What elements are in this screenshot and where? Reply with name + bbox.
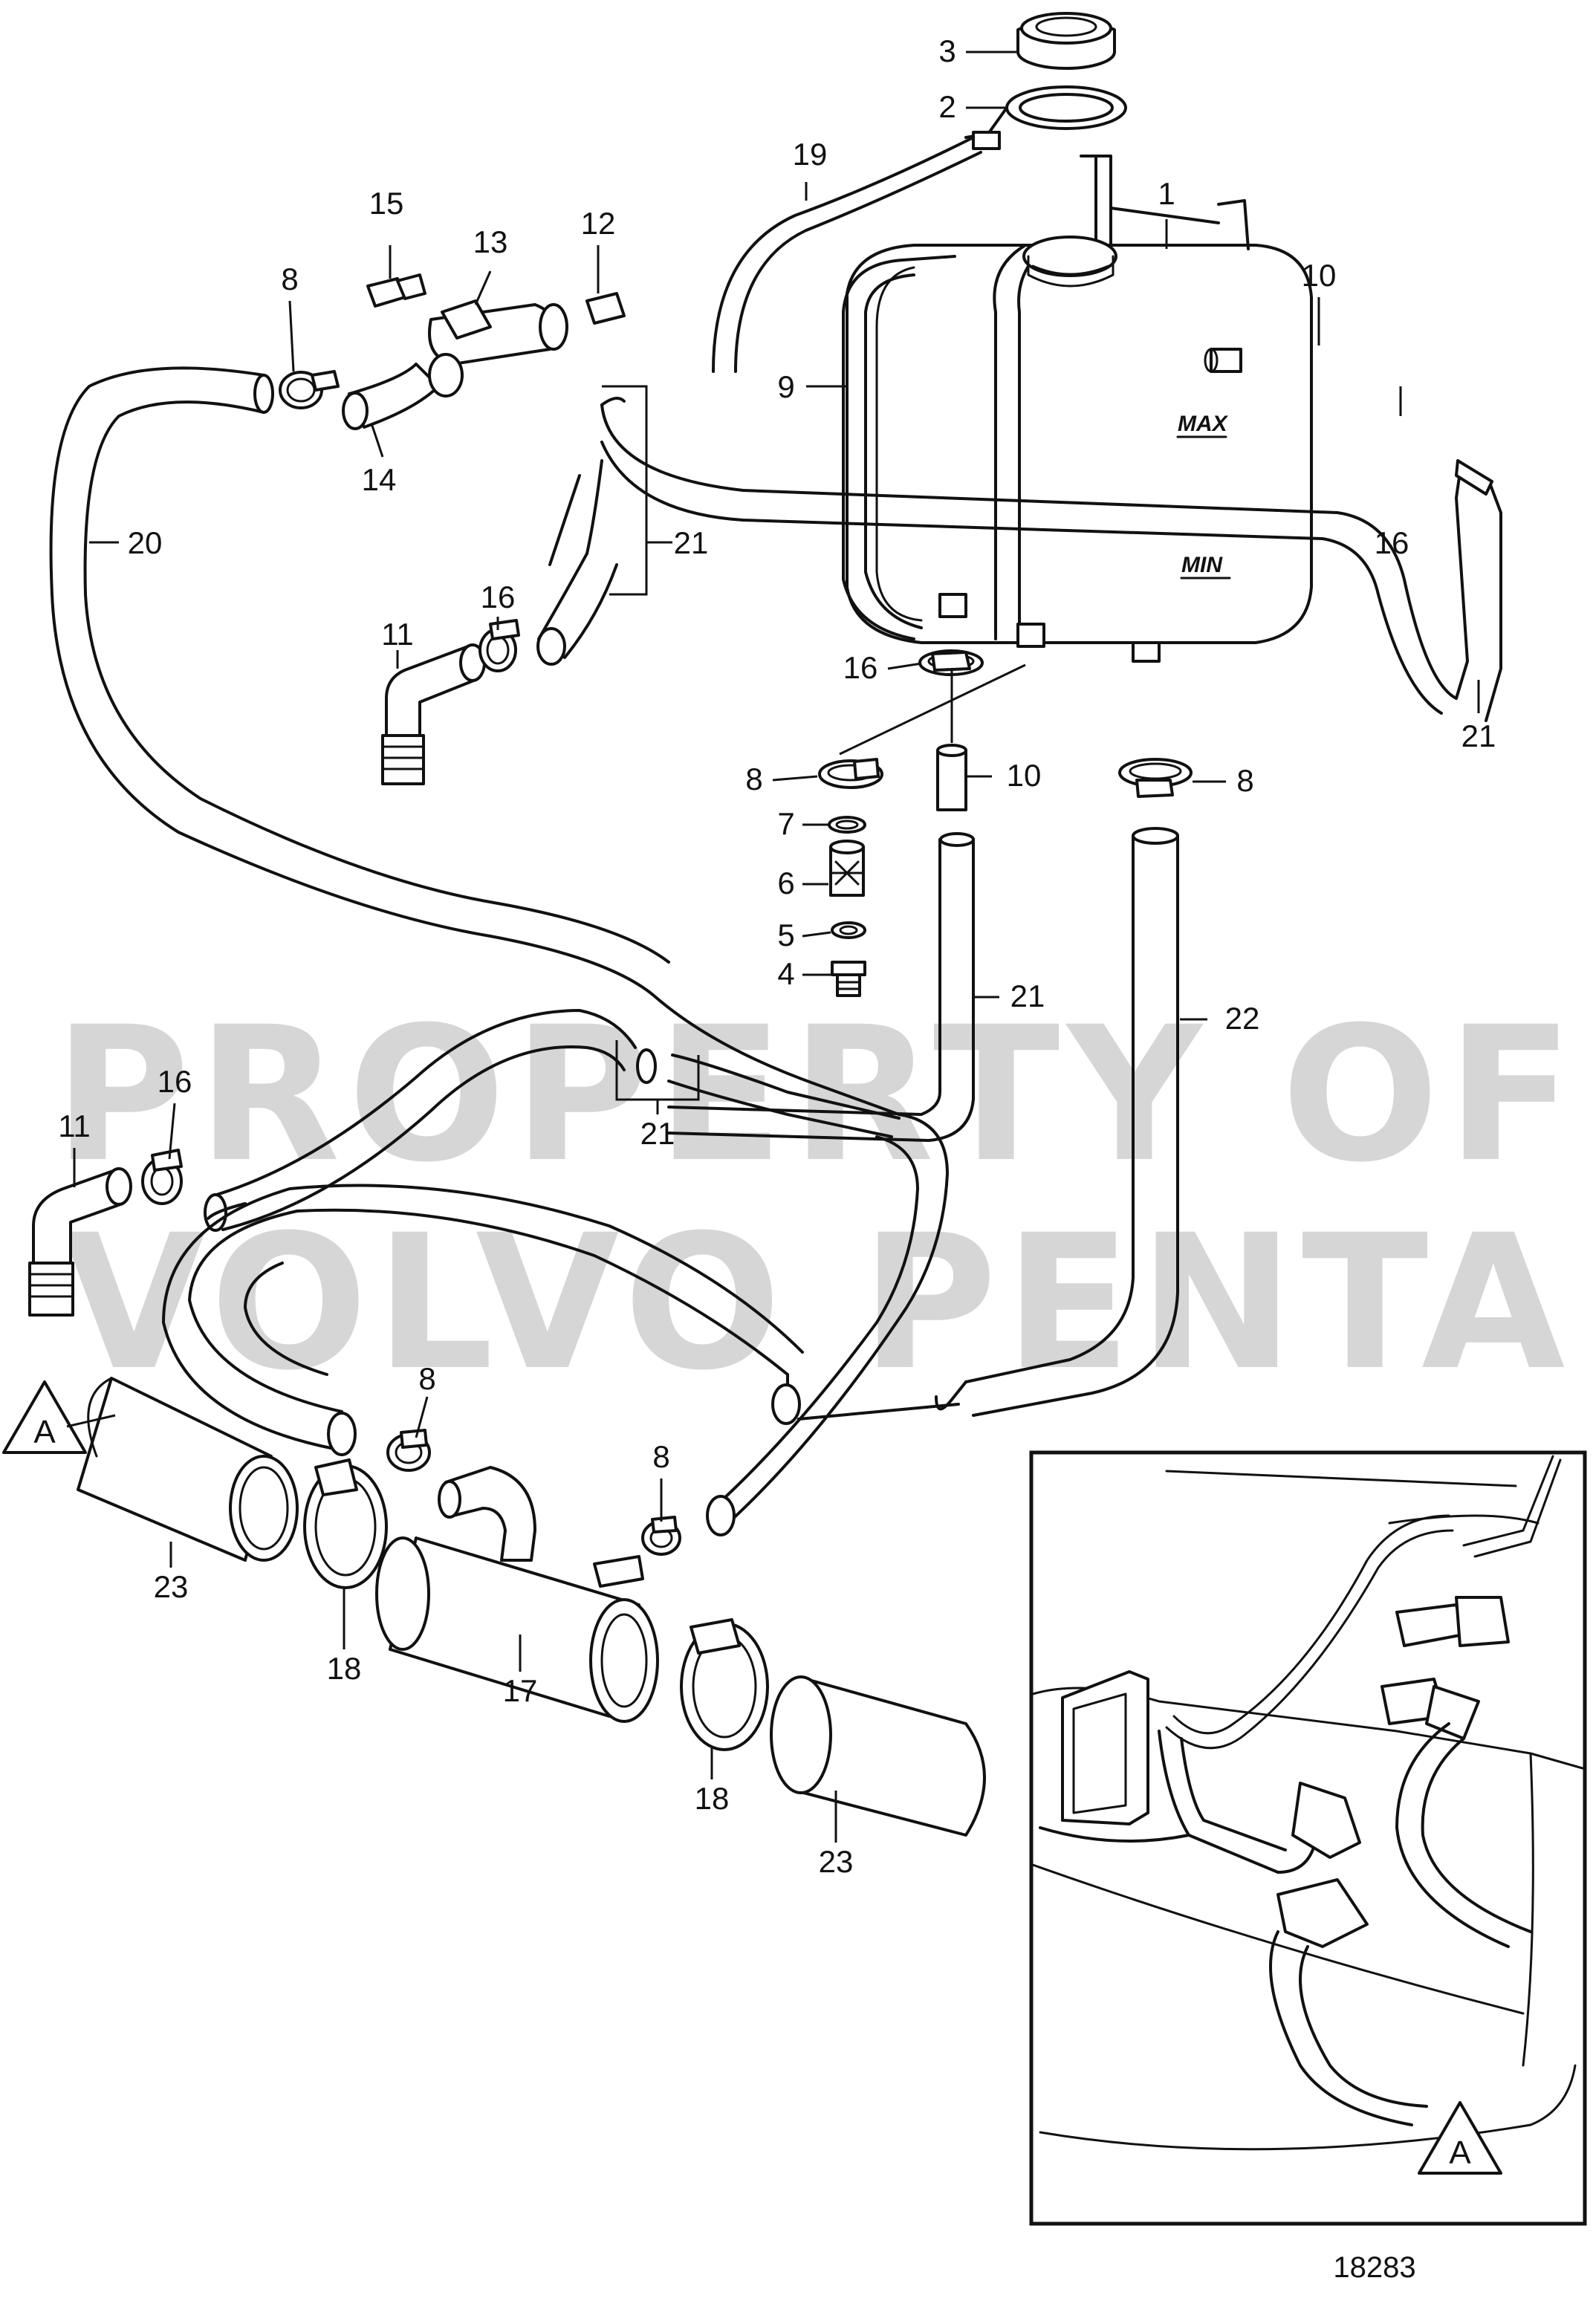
callout-23-right: 23 — [819, 1844, 854, 1879]
expansion-tank: MAX MIN — [842, 155, 1313, 663]
callout-4: 4 — [777, 956, 794, 991]
inset-detail: A — [1029, 1450, 1587, 2226]
hose-clamp-16-upper — [478, 619, 520, 672]
callout-8-lower-left: 8 — [418, 1361, 435, 1396]
callout-9: 9 — [777, 369, 794, 404]
callout-3: 3 — [938, 33, 956, 68]
hose-clamp-8-lower-right — [641, 1516, 681, 1556]
elbow-11-upper — [381, 643, 486, 785]
hose-clamp-18-right — [680, 1618, 769, 1751]
exhaust-hose-23-left — [77, 1377, 299, 1562]
hose-bypass-loop — [162, 1184, 967, 1456]
watermark-line-1: PROPERTY OF — [53, 987, 1580, 1203]
callout-6: 6 — [777, 866, 794, 900]
seal-ring — [964, 85, 1127, 150]
callout-7: 7 — [777, 806, 794, 841]
callout-labels: 3 2 19 1 15 13 12 8 10 9 14 20 21 16 16 … — [58, 33, 1496, 1879]
callout-2: 2 — [938, 89, 956, 124]
elbow-11-lower — [28, 1167, 132, 1317]
vent-hose-19 — [712, 136, 982, 373]
callout-21-center: 21 — [1010, 978, 1045, 1013]
hose-22 — [964, 758, 1193, 1417]
hose-20 — [49, 366, 901, 1116]
callout-23-left: 23 — [154, 1569, 189, 1604]
callout-12: 12 — [581, 206, 616, 241]
leader-lines — [66, 51, 1480, 1843]
heat-exchanger-pipe-17 — [375, 1466, 659, 1723]
callout-8-center-left: 8 — [745, 762, 762, 796]
callout-21-upper-left: 21 — [674, 525, 709, 560]
reference-mark-a-left: A — [2, 1380, 87, 1454]
callout-18-left: 18 — [327, 1651, 362, 1686]
figure-number: 18283 — [1333, 2251, 1415, 2284]
callout-16-lower-left: 16 — [158, 1064, 192, 1099]
filler-cap — [1016, 12, 1116, 70]
callout-22: 22 — [1225, 1001, 1260, 1036]
callout-16-upper-left: 16 — [481, 580, 516, 614]
callout-8-center-right: 8 — [1236, 763, 1253, 798]
reference-mark-a-left-label: A — [33, 1414, 56, 1450]
callout-5: 5 — [777, 918, 794, 952]
hose-clamp-8-lower-left — [386, 1429, 431, 1472]
reference-mark-a-inset-label: A — [1449, 2135, 1471, 2171]
hose-21-upper — [536, 397, 1502, 722]
tee-fitting-assembly — [342, 273, 626, 430]
callout-8-upper-left: 8 — [281, 262, 298, 296]
callout-14: 14 — [362, 462, 397, 497]
callout-10-center: 10 — [1007, 758, 1042, 793]
callout-16-center: 16 — [843, 650, 878, 685]
hose-clamp-18-left — [303, 1458, 388, 1589]
callout-20: 20 — [128, 525, 163, 560]
callout-1: 1 — [1158, 176, 1175, 211]
min-marking: MIN — [1181, 553, 1223, 577]
callout-21-right: 21 — [1461, 718, 1496, 753]
callout-16-upper-right: 16 — [1375, 525, 1409, 560]
hose-20-lower-loop — [207, 1113, 949, 1536]
watermark: PROPERTY OF VOLVO PENTA — [53, 987, 1580, 1411]
exhaust-hose-23-right — [770, 1675, 986, 1837]
callout-11-upper: 11 — [381, 617, 414, 652]
hose-clamp-16-lower — [141, 1149, 183, 1205]
hose-21-center — [667, 832, 975, 1142]
callout-21-lower: 21 — [640, 1116, 675, 1151]
callout-17: 17 — [503, 1673, 538, 1708]
hose-clamp-8-upper-left — [279, 370, 340, 409]
callout-18-right: 18 — [695, 1781, 730, 1816]
callout-8-lower-right: 8 — [652, 1439, 669, 1474]
callout-13: 13 — [473, 224, 508, 259]
callout-10-upper: 10 — [1302, 258, 1337, 293]
callout-15: 15 — [369, 186, 404, 221]
watermark-line-2: VOLVO PENTA — [62, 1195, 1573, 1411]
hose-21-lower — [204, 1009, 901, 1232]
drain-assembly — [818, 649, 1026, 997]
callout-11-lower: 11 — [58, 1109, 91, 1143]
callout-19: 19 — [793, 137, 828, 172]
max-marking: MAX — [1178, 412, 1229, 436]
